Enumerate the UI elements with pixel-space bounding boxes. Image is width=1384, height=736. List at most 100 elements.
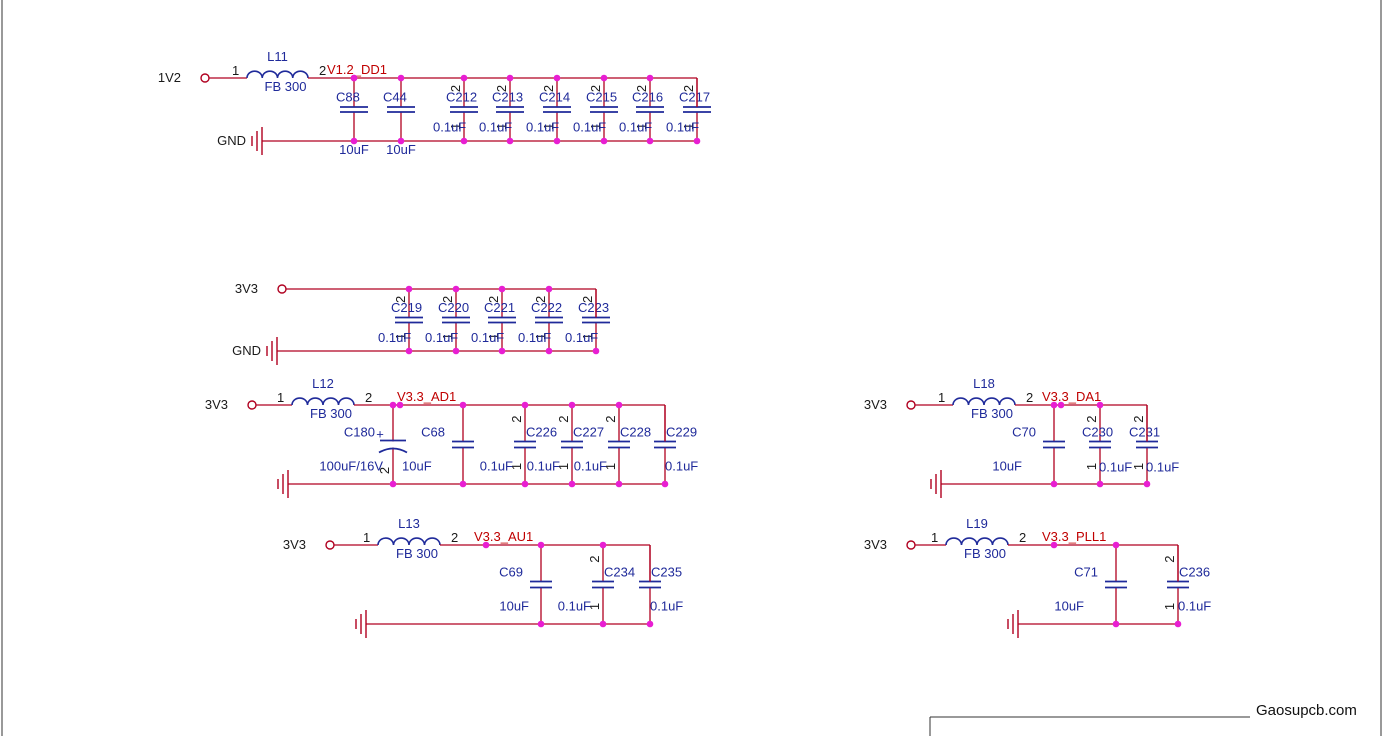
junction-dot (615, 401, 623, 409)
capacitor-ref: C70 (1012, 425, 1036, 440)
svg-text:1: 1 (486, 333, 501, 340)
capacitor-ref: C231 (1129, 425, 1160, 440)
junction-dot (1174, 620, 1182, 628)
junction-dot (1096, 401, 1104, 409)
svg-text:1: 1 (580, 333, 595, 340)
junction-dot (405, 285, 413, 293)
junction-dot (646, 620, 654, 628)
svg-text:1: 1 (588, 123, 603, 130)
ground-symbol (1007, 610, 1019, 638)
ground-label: GND (232, 343, 261, 358)
ground-symbol (930, 470, 942, 498)
inductor-L18 (952, 397, 1016, 406)
power-port-au1 (325, 540, 335, 550)
junction-dot (506, 74, 514, 82)
capacitor-value: 0.1uF (518, 330, 551, 345)
capacitor-value: 0.1uF (650, 599, 683, 614)
junction-dot (397, 74, 405, 82)
inductor-pin-1: 1 (277, 390, 284, 405)
svg-text:1: 1 (634, 123, 649, 130)
capacitor-ref: C229 (666, 425, 697, 440)
junction-dot (599, 541, 607, 549)
svg-text:1: 1 (494, 123, 509, 130)
capacitor-value: 0.1uF (558, 599, 591, 614)
junction-dot (553, 137, 561, 145)
capacitor-ref: C217 (679, 90, 710, 105)
junction-dot (521, 401, 529, 409)
junction-dot (459, 401, 467, 409)
capacitor-C68: C68 (421, 405, 474, 484)
svg-text:2: 2 (603, 416, 618, 423)
junction-dot (615, 480, 623, 488)
junction-dot (389, 401, 397, 409)
capacitor-value: 0.1uF (480, 459, 513, 474)
capacitor-value: 0.1uF (1178, 599, 1211, 614)
inductor-pin-2: 2 (1019, 530, 1026, 545)
capacitor-ref: C213 (492, 90, 523, 105)
junction-dot (600, 74, 608, 82)
svg-text:2: 2 (448, 85, 463, 92)
svg-text:2: 2 (1162, 556, 1177, 563)
capacitor-value: 0.1uF (574, 459, 607, 474)
inductor-value: FB 300 (971, 406, 1013, 421)
svg-text:1: 1 (1131, 463, 1146, 470)
junction-dot (553, 74, 561, 82)
capacitor-ref: C220 (438, 300, 469, 315)
inductor-pin-1: 1 (938, 390, 945, 405)
svg-text:2: 2 (393, 296, 408, 303)
svg-text:2: 2 (556, 416, 571, 423)
svg-text:1: 1 (440, 333, 455, 340)
capacitor-ref: C212 (446, 90, 477, 105)
svg-text:1: 1 (587, 603, 602, 610)
ground-symbol (277, 470, 289, 498)
junction-dot (350, 137, 358, 145)
junction-dot (568, 401, 576, 409)
capacitor-value: 10uF (992, 459, 1022, 474)
capacitor-ref: C226 (526, 425, 557, 440)
inductor-ref: L19 (966, 516, 988, 531)
capacitor-ref: C214 (539, 90, 570, 105)
inductor-value: FB 300 (964, 546, 1006, 561)
junction-dot (599, 620, 607, 628)
inductor-value: FB 300 (396, 546, 438, 561)
junction-dot (506, 137, 514, 145)
junction-dot (537, 620, 545, 628)
inductor-pin-1: 1 (931, 530, 938, 545)
inductor-L12 (291, 397, 355, 406)
inductor-ref: L18 (973, 376, 995, 391)
svg-text:1: 1 (541, 123, 556, 130)
junction-dot (545, 285, 553, 293)
junction-dot (459, 480, 467, 488)
net-label: V3.3_DA1 (1042, 389, 1101, 404)
net-label: V1.2_DD1 (327, 62, 387, 77)
svg-text:2: 2 (1084, 416, 1099, 423)
power-source-label: 3V3 (205, 397, 228, 412)
capacitor-value: 0.1uF (479, 120, 512, 135)
capacitor-value: 0.1uF (425, 330, 458, 345)
junction-dot (1112, 541, 1120, 549)
inductor-pin-2: 2 (319, 63, 326, 78)
junction-dot (646, 74, 654, 82)
svg-text:1: 1 (448, 123, 463, 130)
capacitor-ref: C71 (1074, 565, 1098, 580)
capacitor-ref: C234 (604, 565, 635, 580)
capacitor-ref: C180 (344, 425, 375, 440)
capacitor-ref: C69 (499, 565, 523, 580)
ground-symbol (251, 127, 263, 155)
capacitor-ref: C216 (632, 90, 663, 105)
junction-dot (397, 137, 405, 145)
svg-text:1: 1 (1162, 603, 1177, 610)
